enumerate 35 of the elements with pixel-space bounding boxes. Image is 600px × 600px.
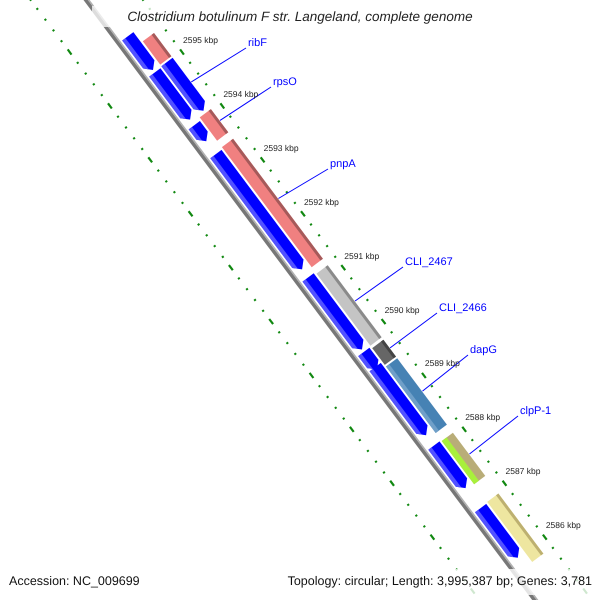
gene-segment [142,33,172,65]
accession-text: Accession: NC_009699 [9,574,140,589]
coding-segment [188,121,208,142]
gene-label: CLI_2467 [405,256,453,269]
gene-segment [200,109,228,141]
leader-line [220,86,272,121]
scale-label: 2592 kbp [304,196,339,208]
scale-label: 2587 kbp [506,466,540,478]
gene-label: rpsO [273,76,297,89]
gene-segment [487,494,544,562]
coding-segment [149,68,192,120]
leader-line [278,168,328,199]
gene-segment [372,340,396,365]
gene-label: ribF [248,37,267,50]
leader-line [469,416,518,454]
genome-stats-text: Topology: circular; Length: 3,995,387 bp; Genes: 3,781 [288,574,592,589]
gene-segment [442,432,486,484]
scale-label: 2590 kbp [384,304,420,316]
leader-line [390,312,438,348]
gene-segment [222,138,323,268]
leader-line [354,266,404,302]
scale-label: 2594 kbp [223,88,258,100]
leader-line [422,354,468,392]
scale-label: 2586 kbp [546,520,581,532]
scale-label: 2595 kbp [183,35,218,46]
scale-label: 2593 kbp [264,142,299,154]
gene-label: clpP-1 [520,405,552,418]
gene-segment [386,358,447,433]
gene-label: pnpA [330,158,356,171]
gene-label: dapG [470,344,497,357]
scale-label: 2591 kbp [344,250,380,262]
gene-label: CLI_2466 [439,302,487,315]
gene-segment [316,265,382,346]
scale-label: 2588 kbp [465,412,500,424]
leader-line [190,48,246,82]
